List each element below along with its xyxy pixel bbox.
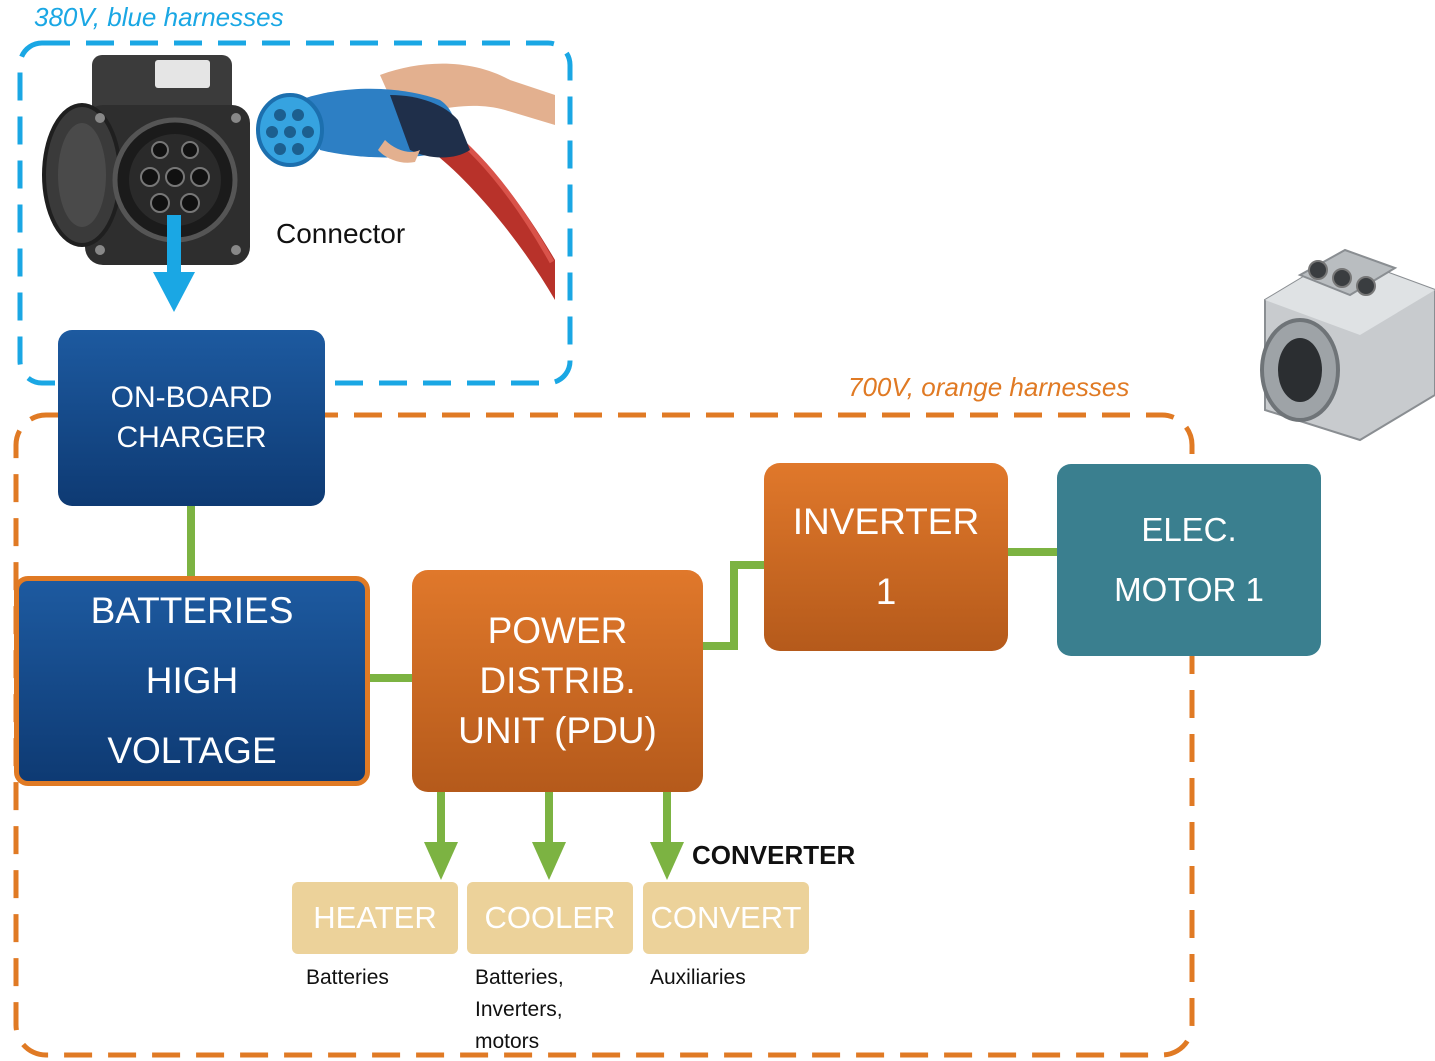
power-distribution-unit-box: POWER DISTRIB. UNIT (PDU) [412,570,703,792]
connector-caption: Connector [276,218,406,249]
charging-inlet-photo [42,55,250,265]
converter-annotation: CONVERTER [692,840,856,870]
cooler-caption: Batteries, Inverters, motors [475,966,564,1053]
convert-arrowhead [650,842,684,880]
on-board-charger-label: ON-BOARD CHARGER [110,381,273,454]
convert-label: CONVERT [650,900,802,935]
blue-zone-label: 380V, blue harnesses [34,2,284,32]
heater-box: HEATER [292,882,458,954]
power-distribution-unit-label: POWER DISTRIB. UNIT (PDU) [458,610,657,751]
on-board-charger-box: ON-BOARD CHARGER [58,330,325,506]
orange-zone-label: 700V, orange harnesses [848,372,1130,402]
heater-label: HEATER [313,900,437,935]
batteries-high-voltage-label: BATTERIES HIGH VOLTAGE [90,590,294,771]
harness-arrowheads [424,842,684,880]
convert-box: CONVERT [643,882,809,954]
electric-motor-label: ELEC. MOTOR 1 [1114,511,1264,608]
batteries-high-voltage-box: BATTERIES HIGH VOLTAGE [14,576,370,786]
inlet-to-charger-arrow [153,215,195,312]
charging-plug-photo [256,63,555,300]
pdu-to-inverter-harness [703,561,764,650]
cooler-label: COOLER [484,900,616,935]
harness-lines [187,505,1058,848]
heater-arrowhead [424,842,458,880]
inverter-box: INVERTER 1 [764,463,1008,651]
electric-motor-box: ELEC. MOTOR 1 [1057,464,1321,656]
heater-caption: Batteries [306,966,389,989]
electric-motor-photo [1260,248,1435,442]
cooler-arrowhead [532,842,566,880]
inverter-label: INVERTER 1 [792,501,980,612]
cooler-box: COOLER [467,882,633,954]
orange-zone-frame [13,412,1195,1058]
convert-caption: Auxiliaries [650,966,746,989]
